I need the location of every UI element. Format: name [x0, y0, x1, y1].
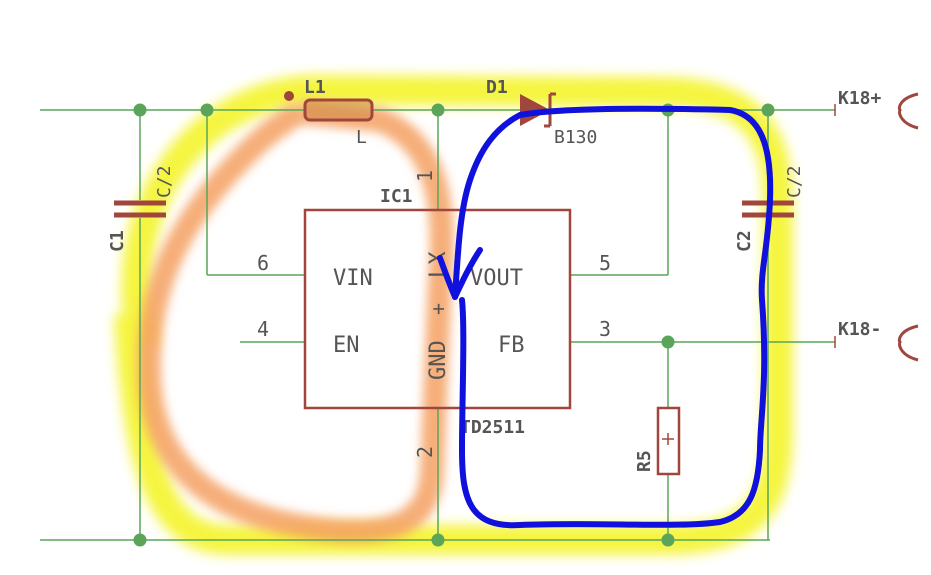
ic1-body[interactable]	[303, 208, 572, 410]
l1-origin-dot	[284, 91, 294, 101]
connector-k18-minus[interactable]	[834, 324, 919, 362]
pin-num-6: 6	[257, 251, 269, 275]
c2-value-label: C/2	[784, 165, 805, 198]
ic1-name-label: IC1	[380, 186, 413, 207]
connector-k18-plus[interactable]	[834, 92, 919, 130]
orange-highlight-loop	[136, 100, 454, 544]
pin-fb-label: FB	[498, 333, 525, 358]
c1-value-label: C/2	[154, 165, 175, 198]
ic-plus-label: +	[426, 303, 450, 315]
r5-name-label: R5	[634, 450, 655, 472]
d1-name-label: D1	[486, 77, 508, 98]
pin-num-4: 4	[257, 317, 269, 341]
pin-gnd-label: GND	[426, 340, 451, 380]
l1-value-label: L	[356, 127, 367, 148]
capacitor-c1[interactable]	[114, 200, 166, 218]
k18-plus-label: K18+	[838, 88, 882, 109]
blue-annotation-loop	[452, 105, 774, 529]
ic1-part-label: TD2511	[460, 417, 525, 438]
pin-num-1: 1	[413, 170, 437, 182]
pin-vin-label: VIN	[333, 266, 373, 291]
c2-name-label: C2	[734, 230, 755, 252]
pin-vout-label: VOUT	[470, 266, 523, 291]
c1-name-label: C1	[107, 230, 128, 252]
pin-en-label: EN	[333, 333, 360, 358]
r5-plus-mark	[662, 433, 674, 445]
resistor-r5[interactable]	[656, 406, 681, 476]
pin-num-2: 2	[413, 446, 437, 458]
l1-name-label: L1	[304, 77, 326, 98]
yellow-highlight-loop	[113, 74, 793, 555]
k18-minus-label: K18-	[838, 319, 881, 340]
pin-num-5: 5	[599, 251, 611, 275]
pin-num-3: 3	[599, 317, 611, 341]
d1-value-label: B130	[554, 127, 597, 148]
inductor-l1[interactable]	[303, 98, 374, 122]
blue-arrowhead	[437, 247, 483, 300]
